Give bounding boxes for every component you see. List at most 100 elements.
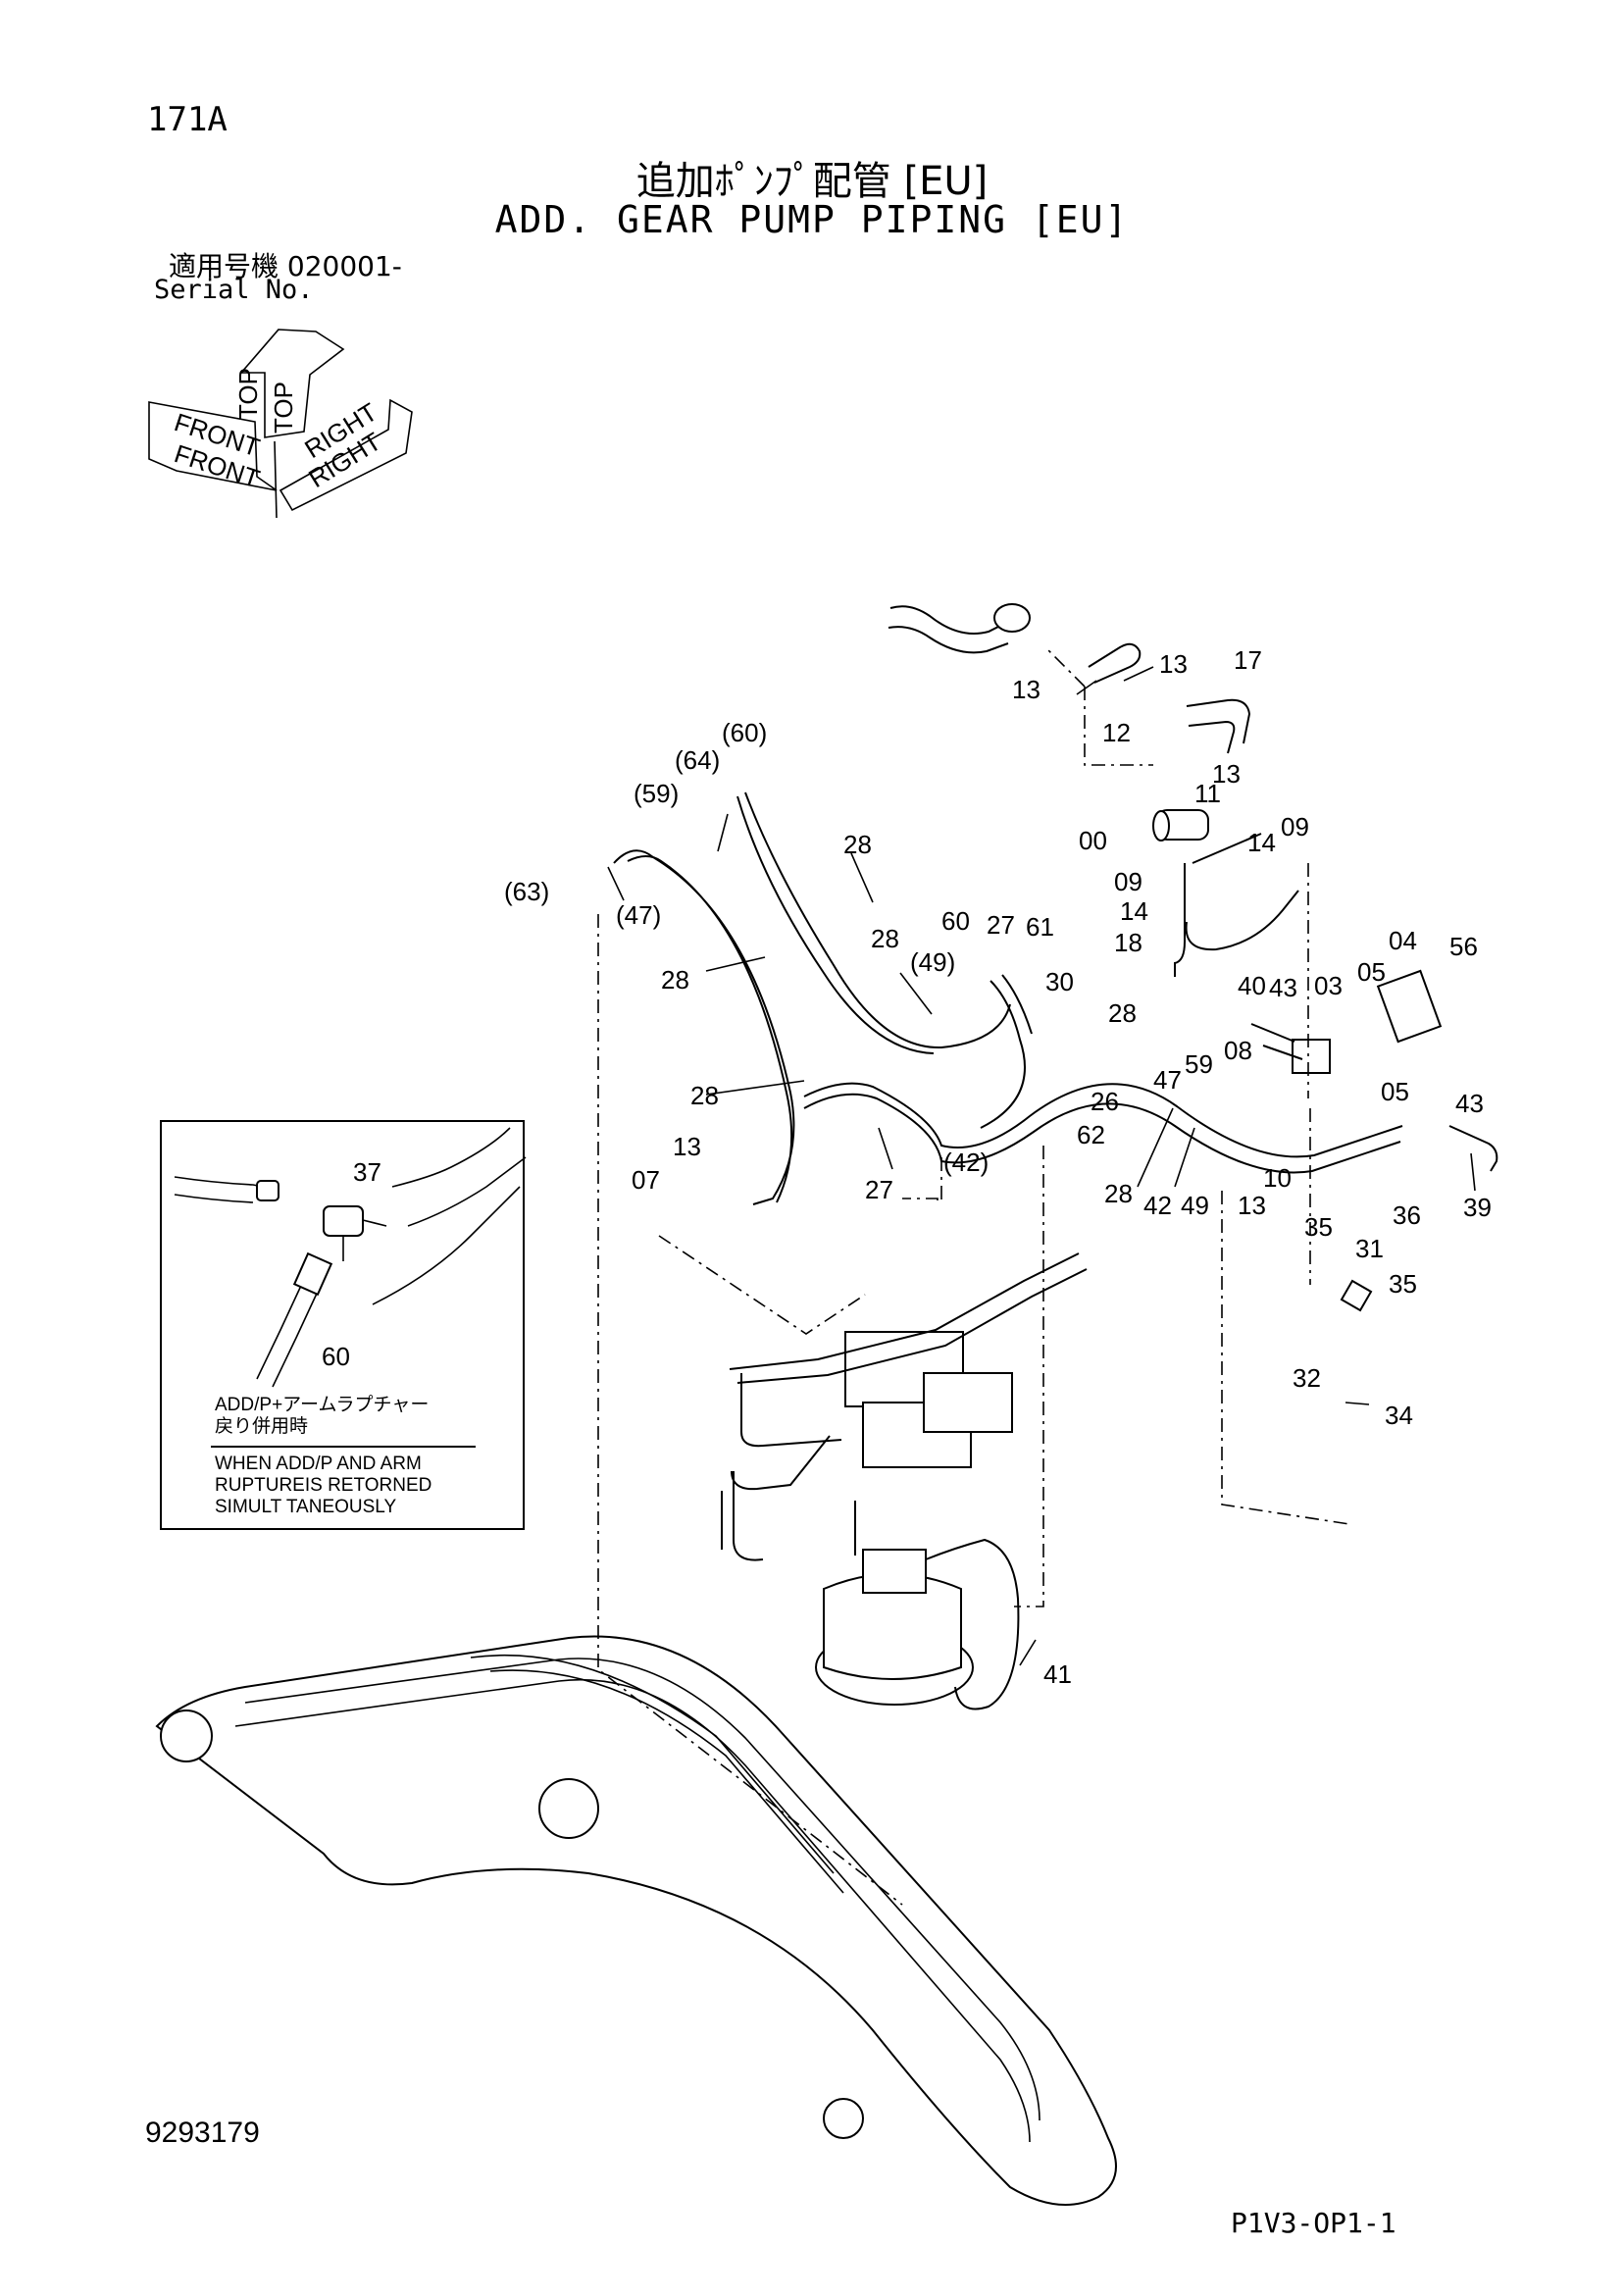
leader-13a: [1076, 680, 1097, 695]
pipe-39: [1448, 1125, 1498, 1172]
leader-39: [1470, 1152, 1476, 1192]
hose-59: [613, 849, 795, 1205]
boom-pin: [160, 1709, 213, 1762]
callout: 14: [1120, 896, 1148, 926]
top-arrow: [239, 329, 345, 438]
valve-section-2: [923, 1372, 1013, 1433]
leader-lines: [597, 646, 1350, 1906]
callout: 30: [1045, 967, 1074, 996]
callout: 09: [1114, 867, 1142, 896]
leader-13-10: [1221, 1108, 1350, 1525]
callout: 28: [843, 830, 872, 859]
title-japanese: 追加ﾎﾟﾝﾌﾟ配管 [EU]: [635, 159, 989, 204]
marker-axis: [274, 440, 278, 519]
callout: 56: [1449, 932, 1478, 961]
callout: 26: [1091, 1087, 1119, 1116]
callout: 17: [1234, 645, 1262, 675]
callout: (47): [616, 900, 661, 930]
inset-note-jp-1: ADD/P+アームラプチャー: [215, 1395, 430, 1415]
arm-hose-lines-2: [470, 1654, 844, 1894]
leader-42: [902, 1157, 942, 1200]
inset-background-lines: [372, 1127, 527, 1305]
leader-28c: [850, 852, 874, 903]
fittings-40-43: [1250, 1023, 1303, 1060]
callout: 05: [1357, 957, 1386, 987]
callout: 34: [1385, 1401, 1413, 1430]
callout: 11: [1194, 779, 1221, 808]
drawing-code: P1V3-OP1-1: [1231, 2207, 1396, 2239]
orientation-marker: TOP TOP FRONT FRONT RIGHT RIGHT: [148, 329, 413, 519]
callout: 27: [865, 1175, 893, 1204]
swing-motor: [815, 1501, 1020, 1710]
callout: 28: [871, 924, 899, 953]
hose-bend: [1185, 890, 1299, 951]
callout: 41: [1043, 1659, 1072, 1689]
callout: 07: [632, 1165, 660, 1195]
callout: 13: [1159, 649, 1188, 679]
manifold-block: [1250, 969, 1498, 1312]
leader-27: [878, 1127, 893, 1170]
arm-body: [155, 1635, 1117, 2206]
title-english: ADD. GEAR PUMP PIPING [EU]: [494, 198, 1130, 241]
inset-note-en-1: WHEN ADD/P AND ARM: [215, 1454, 422, 1474]
block-31: [1340, 1279, 1373, 1312]
callout: 42: [1143, 1191, 1172, 1220]
callout: 09: [1281, 812, 1309, 842]
callout: 28: [1104, 1179, 1133, 1208]
inset-note-en-3: SIMULT TANEOUSLY: [215, 1497, 397, 1517]
callout: 13: [1212, 759, 1241, 789]
top-label: TOP: [233, 368, 263, 420]
callout: 40: [1238, 971, 1266, 1000]
callout: 12: [1102, 718, 1131, 747]
valve-03: [1292, 1039, 1331, 1074]
inset-tee-ports: [342, 1219, 387, 1261]
callout: 13: [1238, 1191, 1266, 1220]
callout: 04: [1389, 926, 1417, 955]
leader-47: [607, 866, 625, 901]
bracket-04: [1376, 969, 1443, 1044]
leader-28e: [1137, 1107, 1174, 1188]
leader-28d: [899, 972, 933, 1015]
arm-hose-lines: [234, 1658, 1040, 2143]
callout-labels: 13 13 17 12 13 (60) (64) 11 (59) 00 09 1…: [504, 645, 1492, 1689]
pump-assembly: [888, 603, 1299, 977]
arm-structure: [155, 1635, 1117, 2206]
callout: 28: [661, 965, 689, 995]
control-valve: [721, 1252, 1088, 1561]
callout: (49): [910, 947, 955, 977]
top-label-2: TOP: [269, 382, 298, 434]
inset-note-jp-2: 戻り併用時: [215, 1416, 309, 1437]
callout: 03: [1314, 971, 1343, 1000]
pump-bracket: [1088, 642, 1142, 684]
callout: 39: [1463, 1193, 1492, 1222]
valve-pipes-down: [721, 1471, 764, 1561]
serial-label-english: Serial No.: [154, 275, 314, 305]
callout: 47: [1153, 1065, 1182, 1095]
callout: 10: [1263, 1163, 1292, 1193]
inset-hose-60: [256, 1274, 323, 1388]
callout: 43: [1455, 1089, 1484, 1118]
pipe-17: [1186, 698, 1251, 754]
leader-34: [1345, 1402, 1370, 1405]
callout: 36: [1393, 1200, 1421, 1230]
valve-pipes-upper: [729, 1252, 1088, 1384]
callout: 08: [1224, 1036, 1252, 1065]
leader-28a: [705, 956, 766, 972]
leader-center: [1014, 1146, 1044, 1607]
callout: 31: [1355, 1234, 1384, 1263]
bucket-pin: [823, 2098, 864, 2139]
callout: 43: [1269, 973, 1297, 1002]
inset-note-en-2: RUPTUREIS RETORNED: [215, 1475, 432, 1496]
callout: (64): [675, 745, 720, 775]
callout: (63): [504, 877, 549, 906]
callout: 32: [1293, 1363, 1321, 1393]
callout: 62: [1077, 1120, 1105, 1149]
inset-callout-37: 37: [353, 1157, 381, 1187]
document-number: 9293179: [145, 2117, 260, 2149]
suction-hose: [888, 605, 1009, 654]
callout: 61: [1026, 912, 1054, 942]
inset-fitting-60: [292, 1251, 333, 1297]
hose-42-47: [803, 1082, 1403, 1174]
callout: 18: [1114, 928, 1142, 957]
callout: 35: [1304, 1212, 1333, 1242]
